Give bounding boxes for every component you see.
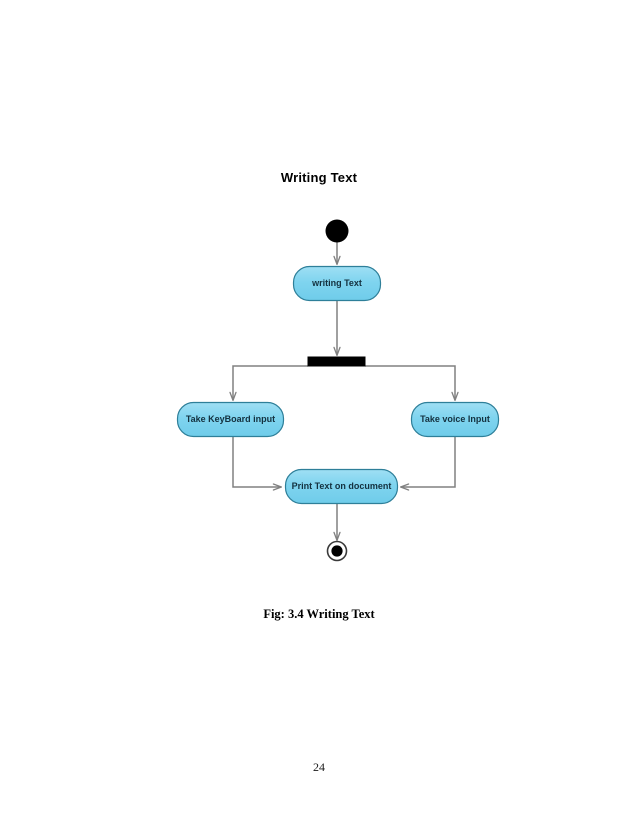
activity-node-writing-text[interactable] bbox=[292, 265, 382, 302]
activity-node-print-text-on-document[interactable] bbox=[284, 468, 399, 505]
diagram-title: Writing Text bbox=[280, 170, 358, 185]
edge-take-voice-input-to-print-text bbox=[399, 436, 456, 491]
activity-node-print-text-on-document-label: Print Text on document bbox=[291, 481, 392, 491]
edge-fork-to-take-voice-input bbox=[365, 365, 459, 402]
figure-caption: Fig: 3.4 Writing Text bbox=[263, 607, 375, 621]
activity-node-take-keyboard-input-label: Take KeyBoard input bbox=[185, 414, 276, 424]
page-number: 24 bbox=[313, 760, 325, 774]
final-node bbox=[326, 540, 348, 562]
edge-take-keyboard-input-to-print-text bbox=[232, 436, 283, 491]
initial-node bbox=[325, 219, 349, 243]
activity-node-writing-text-label: writing Text bbox=[312, 278, 362, 288]
fork-bar bbox=[307, 356, 366, 367]
edge-fork-to-take-keyboard-input bbox=[229, 365, 308, 402]
activity-node-take-voice-input-label: Take voice Input bbox=[420, 414, 490, 424]
activity-node-take-voice-input[interactable] bbox=[410, 401, 500, 438]
activity-node-take-keyboard-input[interactable] bbox=[176, 401, 285, 438]
